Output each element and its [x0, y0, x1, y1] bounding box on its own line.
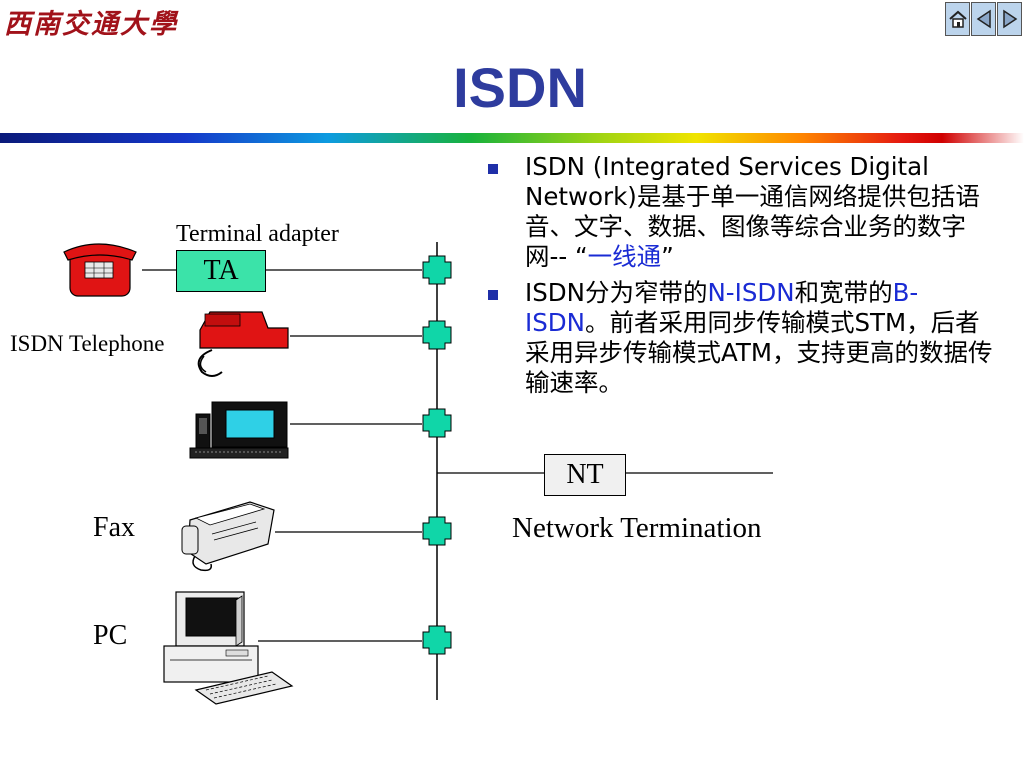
- bullet-square-icon: [488, 164, 498, 174]
- personal-computer-icon: [163, 591, 294, 705]
- isdn-telephone-icon: [197, 311, 289, 377]
- bullet-2-n-isdn: N-ISDN: [707, 278, 795, 307]
- connector-4: [422, 516, 452, 546]
- nt-box-label: NT: [566, 459, 604, 490]
- connector-1: [422, 255, 452, 285]
- bullet-square-icon: [488, 290, 498, 300]
- previous-slide-button[interactable]: [971, 2, 996, 36]
- bullet-2-b-isdn: B-ISDN: [525, 278, 919, 337]
- slide-navigation: [945, 2, 1023, 38]
- home-icon: [948, 10, 967, 28]
- fax-label: Fax: [93, 512, 135, 543]
- connector-3: [422, 408, 452, 438]
- bullet-item-definition: ISDN (Integrated Services Digital Networ…: [488, 152, 998, 272]
- ta-label: TA: [203, 255, 239, 286]
- bullet-1-text: ISDN (Integrated Services Digital Networ…: [525, 152, 980, 271]
- bullet-1-end: ”: [661, 242, 674, 271]
- connector-group: [422, 255, 452, 655]
- bullet-item-types: ISDN分为窄带的N-ISDN和宽带的B-ISDN。前者采用同步传输模式STM，…: [488, 278, 998, 398]
- pc-label: PC: [93, 620, 128, 651]
- bullet-2-part-e: 。前者采用同步传输模式STM，后者采用异步传输模式ATM，支持更高的数据传输速率…: [525, 308, 993, 397]
- analog-telephone-icon: [63, 243, 137, 297]
- network-termination-label: Network Termination: [512, 512, 762, 544]
- slide-title: ISDN: [453, 56, 587, 119]
- university-logo: 西南交通大學: [4, 9, 178, 40]
- triangle-right-icon: [1002, 9, 1017, 29]
- triangle-left-icon: [976, 9, 991, 29]
- bullet-2-part-a: ISDN分为窄带的: [525, 278, 708, 307]
- title-divider: [0, 133, 1024, 143]
- terminal-adapter-label: Terminal adapter: [176, 221, 339, 247]
- connector-2: [422, 320, 452, 350]
- bullet-list: ISDN (Integrated Services Digital Networ…: [488, 152, 998, 404]
- next-slide-button[interactable]: [997, 2, 1022, 36]
- home-button[interactable]: [945, 2, 970, 36]
- network-termination-box: NT: [544, 454, 626, 496]
- bullet-2-part-c: 和宽带的: [794, 278, 893, 307]
- fax-machine-icon: [181, 501, 275, 572]
- terminal-phone-icon: [189, 401, 289, 459]
- connector-5: [422, 625, 452, 655]
- isdn-telephone-label: ISDN Telephone: [10, 331, 165, 356]
- bullet-1-highlight: 一线通: [587, 242, 662, 271]
- terminal-adapter-box: TA: [176, 250, 266, 292]
